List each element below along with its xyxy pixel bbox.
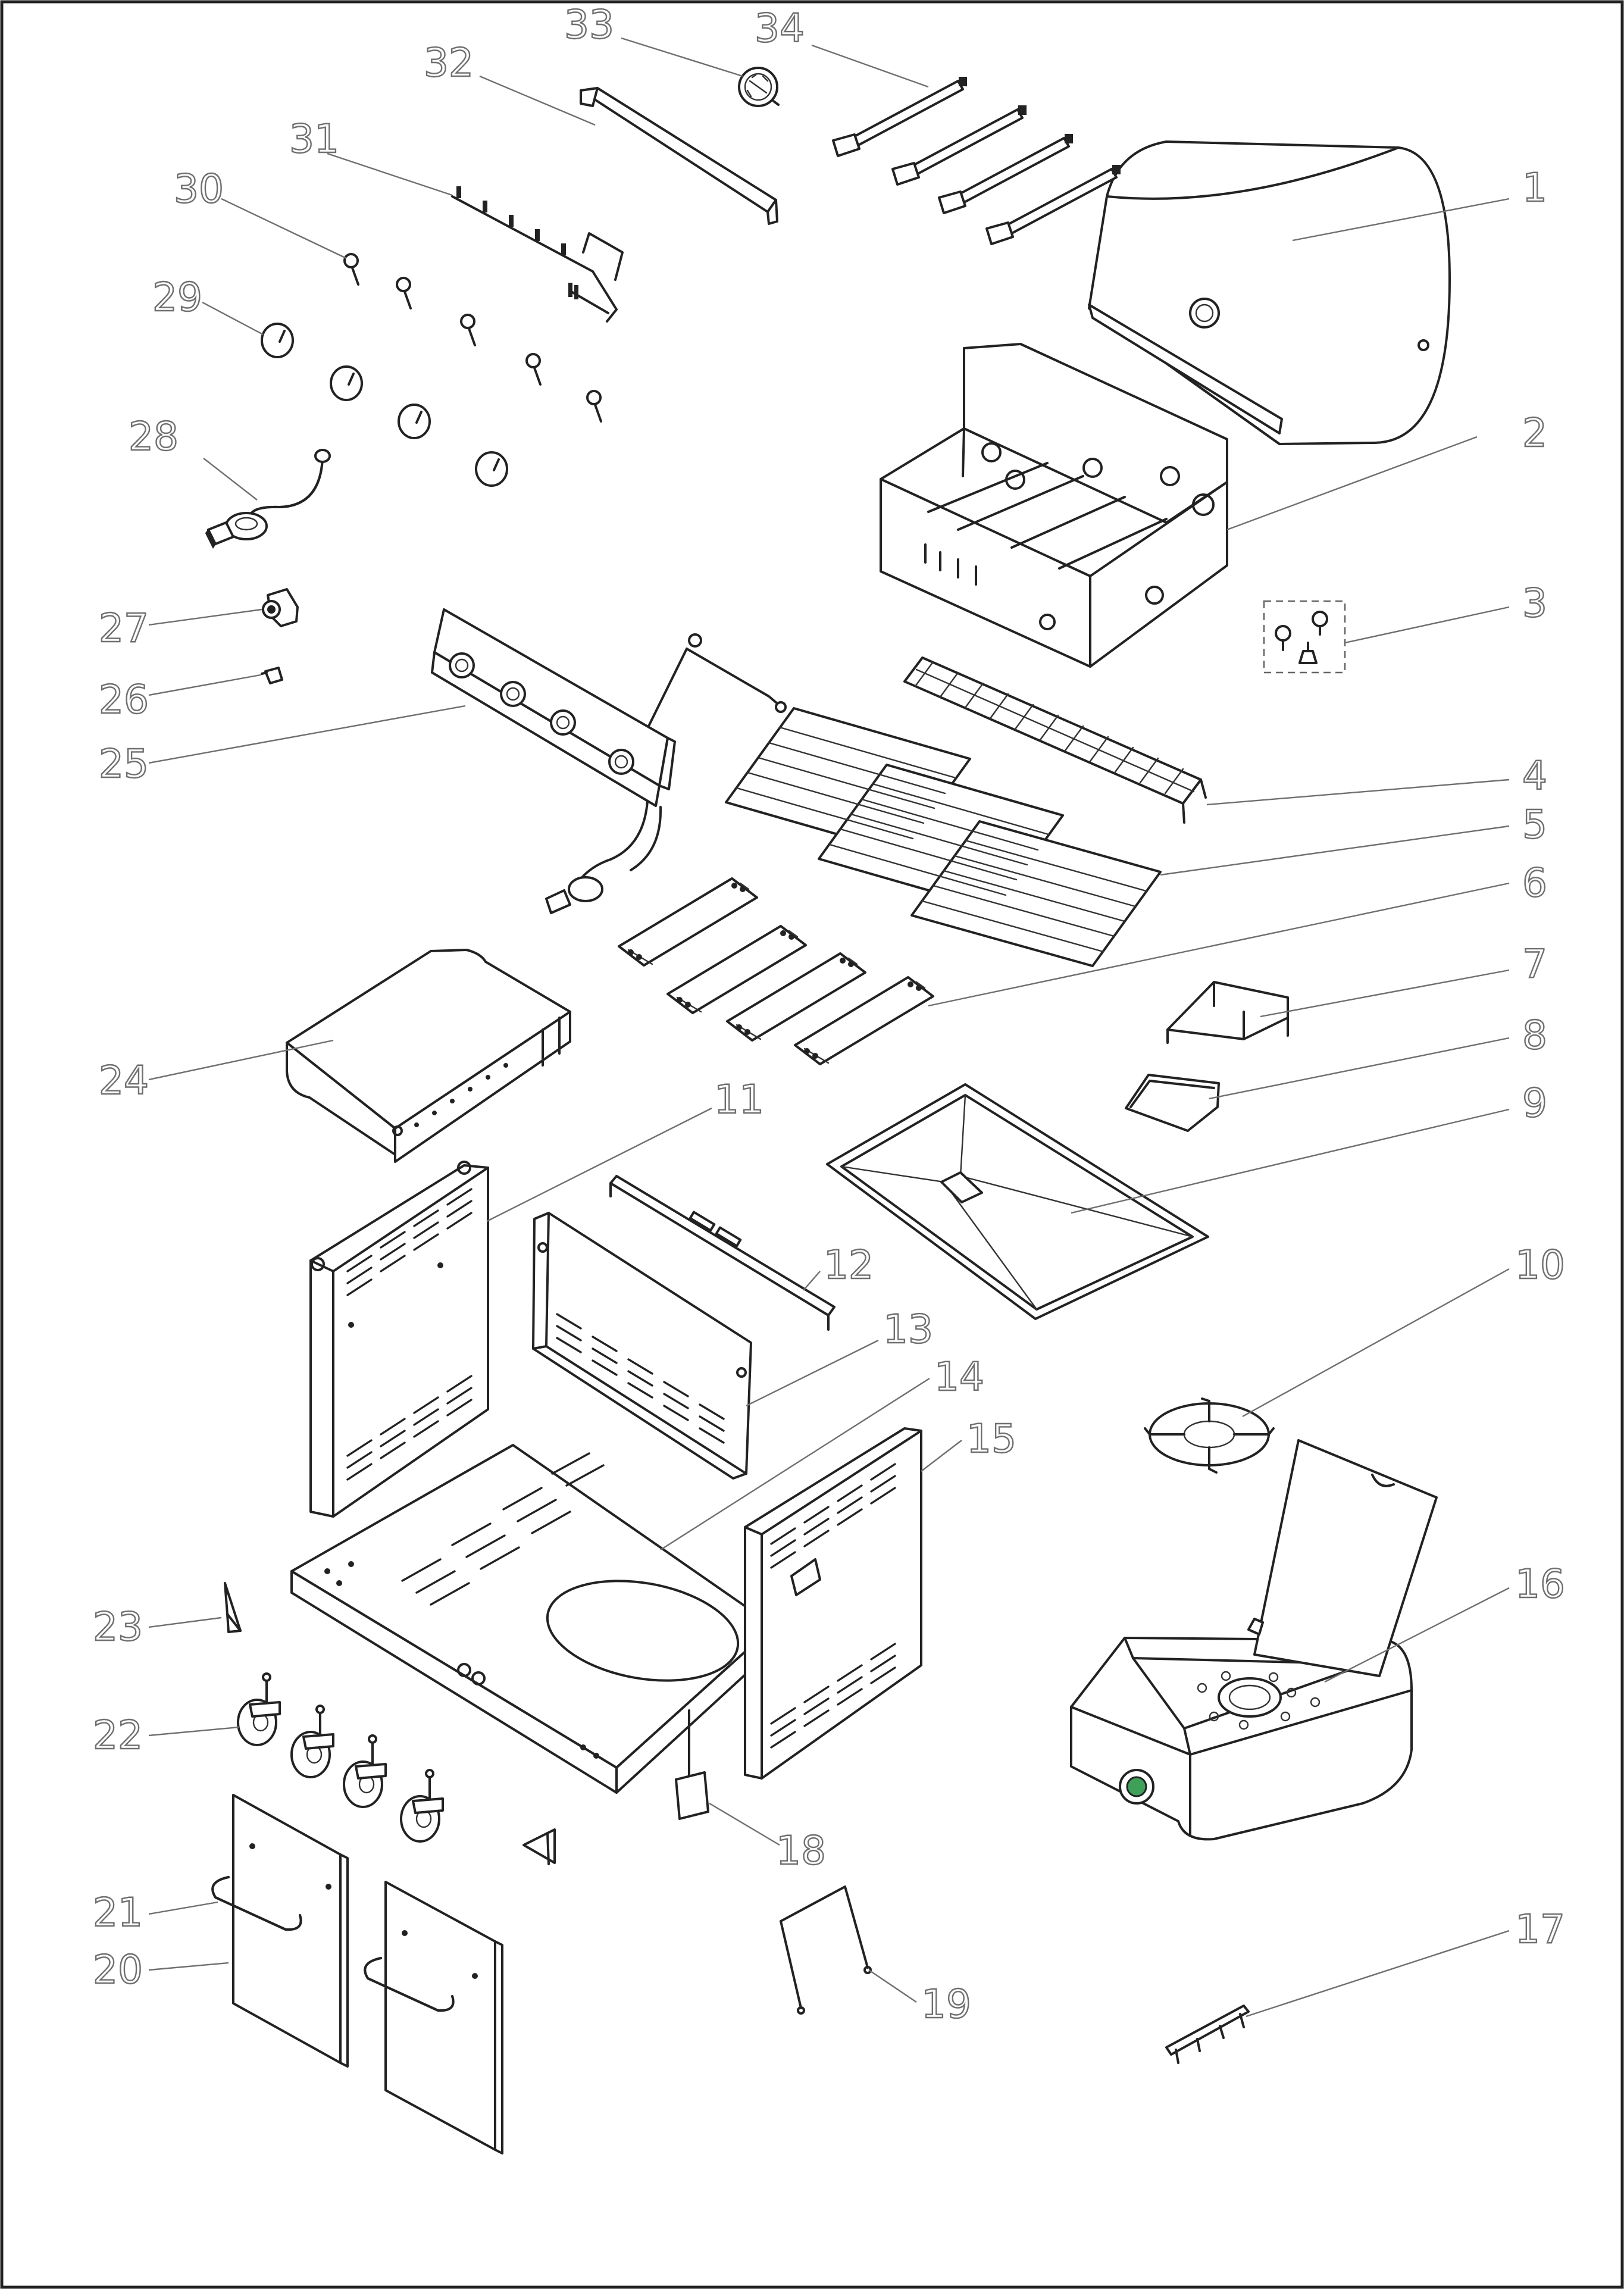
- part-electrode-pins: [343, 253, 602, 423]
- part-thermometer: [738, 67, 780, 107]
- part-valve: [262, 588, 299, 627]
- part-igniter-module: [675, 1709, 709, 1820]
- part-regulator-hose: [205, 449, 331, 549]
- part-label-28: 28: [129, 414, 179, 459]
- part-door-handles: [211, 1876, 455, 2012]
- part-label-11: 11: [714, 1077, 764, 1122]
- part-tank-hook: [780, 1885, 872, 2015]
- part-label-26: 26: [99, 677, 149, 723]
- part-label-12: 12: [824, 1242, 874, 1288]
- part-label-4: 4: [1522, 753, 1547, 799]
- part-side-burner-grate: [1144, 1397, 1275, 1474]
- part-label-16: 16: [1515, 1561, 1565, 1607]
- part-label-7: 7: [1522, 941, 1547, 987]
- part-label-27: 27: [99, 605, 149, 651]
- part-rear-panel: [532, 1212, 752, 1480]
- part-label-8: 8: [1522, 1012, 1547, 1058]
- part-doors: [232, 1794, 503, 2154]
- leader-lines: [148, 37, 1510, 2018]
- part-label-13: 13: [883, 1306, 933, 1352]
- part-grease-cup: [1125, 1074, 1220, 1132]
- part-label-5: 5: [1522, 802, 1547, 848]
- part-label-3: 3: [1522, 580, 1547, 626]
- part-label-9: 9: [1522, 1080, 1547, 1126]
- part-firebox: [880, 343, 1228, 668]
- part-ignition-wires: [451, 186, 624, 323]
- part-label-32: 32: [424, 40, 474, 86]
- part-label-15: 15: [966, 1416, 1016, 1462]
- part-control-panel-manifold: [431, 608, 787, 914]
- part-burner-tubes: [832, 77, 1121, 245]
- part-bottom-shelf: [290, 1444, 775, 1794]
- part-label-18: 18: [776, 1828, 826, 1874]
- part-warming-rack: [903, 656, 1207, 824]
- part-label-21: 21: [93, 1890, 143, 1935]
- part-label-29: 29: [152, 274, 202, 320]
- part-side-burner: [1070, 1439, 1438, 1841]
- part-label-14: 14: [934, 1354, 984, 1400]
- part-side-shelf: [286, 949, 571, 1163]
- part-label-23: 23: [93, 1604, 143, 1650]
- part-label-25: 25: [99, 741, 149, 787]
- part-hardware-bag: [1263, 600, 1346, 674]
- part-orifice: [261, 667, 283, 684]
- part-corner-brackets: [224, 1582, 556, 1865]
- part-label-34: 34: [755, 5, 805, 51]
- part-casters: [237, 1672, 444, 1843]
- part-label-17: 17: [1515, 1906, 1565, 1952]
- part-control-knobs: [261, 323, 508, 487]
- part-number-labels: 1 2 3 4 5 6 7 8 9 10 11 12 13 14 15 16 1…: [92, 1, 1566, 2028]
- part-label-22: 22: [93, 1712, 143, 1758]
- part-cross-brace: [609, 1175, 836, 1331]
- part-label-31: 31: [289, 116, 339, 162]
- part-label-6: 6: [1522, 860, 1547, 906]
- part-label-20: 20: [93, 1947, 143, 1993]
- part-left-side-panel: [309, 1161, 489, 1518]
- part-label-19: 19: [921, 1981, 971, 2027]
- part-label-30: 30: [174, 166, 224, 212]
- part-heat-tents: [618, 877, 934, 1065]
- part-label-24: 24: [99, 1058, 149, 1103]
- part-label-33: 33: [564, 2, 614, 48]
- part-side-burner-bracket: [1165, 2005, 1250, 2064]
- part-label-2: 2: [1522, 410, 1547, 456]
- part-grease-cup-holder: [1166, 981, 1289, 1044]
- part-right-side-panel: [744, 1427, 922, 1780]
- part-lid: [1088, 140, 1451, 445]
- part-label-1: 1: [1522, 165, 1547, 211]
- part-grease-tray: [826, 1083, 1209, 1320]
- part-lid-handle: [580, 87, 778, 225]
- part-label-10: 10: [1515, 1242, 1565, 1288]
- part-cooking-grates: [725, 707, 1162, 967]
